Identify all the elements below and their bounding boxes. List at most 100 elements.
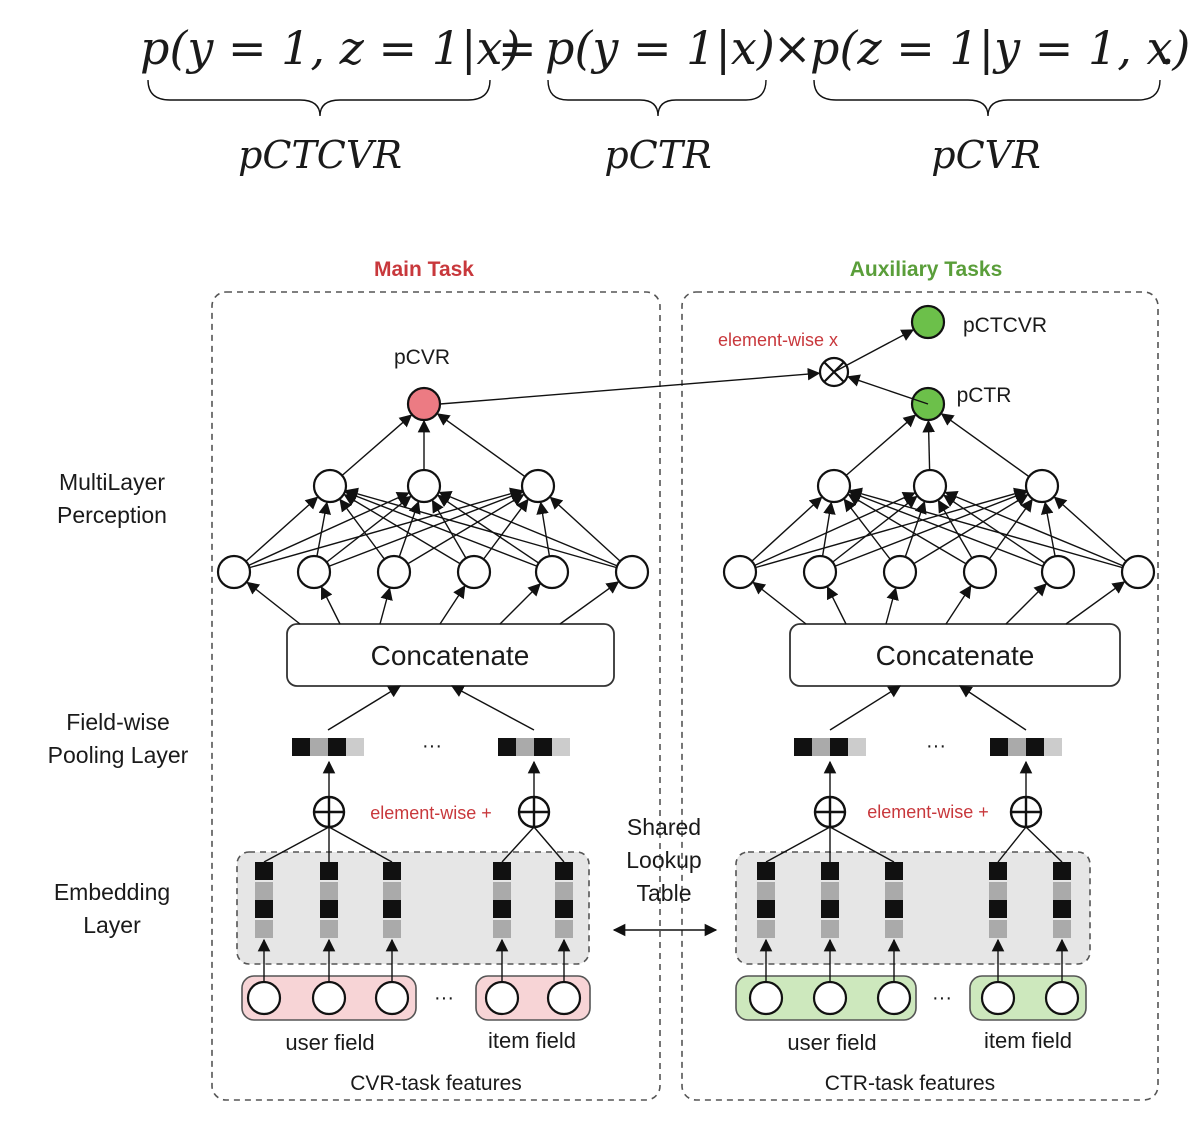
pcvr-label: pCVR [394,346,450,369]
main-hidden-node-2 [376,554,412,590]
aux-embedding-2-cell-1 [885,882,903,900]
aux-hidden-node-0 [722,554,758,590]
aux-field-ellipsis: ··· [932,987,952,1009]
main-field-node-2 [374,980,410,1016]
aux-pool-to-concat-item [958,685,1027,731]
main-pool-vector-user-cell-3 [346,738,364,756]
aux-embedding-4-cell-1 [1053,882,1071,900]
main-mlp-edge-3-0 [343,494,475,573]
main-concatenate-box [286,623,615,687]
aux-hidden-node-2 [882,554,918,590]
main-hidden-node-4 [534,554,570,590]
main-hidden-node-5 [614,554,650,590]
main-features-label: CVR-task features [350,1072,522,1095]
main-elementwise-plus-label: element-wise + [370,803,492,823]
main-embedding-layer [236,851,590,965]
aux-hidden-node-3 [962,554,998,590]
main-pool-vector-user-cell-1 [310,738,328,756]
main-embedding-2-cell-2 [383,900,401,918]
aux-embedding-0-cell-1 [757,882,775,900]
aux-pool-vector-item-cell-1 [1008,738,1026,756]
aux-pool-ellipsis: ··· [926,735,946,757]
aux-field-node-4 [1044,980,1080,1016]
label-layer: Layer [83,912,141,938]
aux-top-node-2 [1024,468,1060,504]
label-pctcvr: pCTCVR [238,133,402,177]
shared-lookup-table: Shared Lookup Table [612,814,718,937]
label-embedding: Embedding [54,879,170,905]
label-pctr: pCTR [604,133,711,177]
aux-embedding-1-cell-0 [821,862,839,880]
aux-pool-vector-item-cell-0 [990,738,1008,756]
main-hidden-node-0 [216,554,252,590]
main-field-ellipsis: ··· [434,987,454,1009]
main-embedding-2-cell-3 [383,920,401,938]
multiply-to-pctcvr-edge [833,329,915,373]
main-pool-to-concat-item [450,685,535,731]
aux-pool-vector-user-cell-3 [848,738,866,756]
main-embedding-0-cell-2 [255,900,273,918]
aux-embedding-3-cell-2 [989,900,1007,918]
main-top-node-2 [520,468,556,504]
main-item-field-label: item field [488,1028,576,1053]
main-field-node-1 [311,980,347,1016]
main-embedding-1-cell-1 [320,882,338,900]
shared-line-1: Shared [627,814,701,840]
main-concat-edge-0 [246,581,301,625]
underbrace-pcvr [813,79,1161,117]
main-hidden-node-1 [296,554,332,590]
aux-task-tower: ··· user field item field CTR-task featu… [718,314,1121,1095]
main-top-node-1 [406,468,442,504]
main-mlp-edge-4-1 [437,494,553,573]
label-field-wise: Field-wise [66,709,170,735]
layer-labels: MultiLayer Perception Field-wise Pooling… [48,469,189,938]
aux-task-panel [681,291,1159,1101]
main-concatenate-label: Concatenate [371,640,530,671]
aux-task-title: Auxiliary Tasks [850,258,1003,281]
main-user-field-label: user field [285,1030,374,1055]
pctcvr-node [910,304,946,340]
main-embedding-0-cell-0 [255,862,273,880]
main-embedding-4-cell-0 [555,862,573,880]
main-field-node-0 [246,980,282,1016]
aux-field-node-0 [748,980,784,1016]
aux-mlp-edge-0-0 [739,496,823,573]
main-emb-to-sum-0 [263,826,330,863]
aux-mlp-edge-4-0 [848,490,1059,573]
main-concat-edge-3 [439,585,466,625]
pcvr-to-multiply-edge [439,367,821,405]
main-mlp-edge-4-0 [344,490,553,573]
aux-concat-edge-1 [826,586,847,625]
aux-emb-to-sum-2 [829,826,895,863]
aux-field-node-3 [980,980,1016,1016]
aux-pool-vector-user-cell-0 [794,738,812,756]
aux-pool-vector-user-cell-1 [812,738,830,756]
aux-elementwise-plus-label: element-wise + [867,802,989,822]
main-field-node-3 [484,980,520,1016]
main-hidden-node-3 [456,554,492,590]
aux-hidden-node-4 [1040,554,1076,590]
main-out-edge-0 [329,414,413,487]
underbrace-pctcvr [147,79,491,117]
main-mlp-edge-5-0 [345,487,633,573]
aux-concat-edge-4 [1005,583,1047,625]
pcvr-node [406,386,442,422]
aux-out-edge-2 [940,413,1043,487]
aux-concatenate-box [789,623,1121,687]
main-embedding-3-cell-2 [493,900,511,918]
equation-times: × [773,21,812,75]
main-pool-vector-item-cell-0 [498,738,516,756]
aux-mlp-edge-1-1 [819,495,918,573]
aux-pool-to-concat-user [829,685,902,731]
aux-embedding-3-cell-3 [989,920,1007,938]
aux-pool-vector-item-cell-3 [1044,738,1062,756]
main-embedding-2-cell-0 [383,862,401,880]
pctcvr-label: pCTCVR [963,314,1047,337]
aux-embedding-4-cell-2 [1053,900,1071,918]
aux-embedding-1-cell-1 [821,882,839,900]
aux-embedding-2-cell-3 [885,920,903,938]
aux-concatenate-label: Concatenate [876,640,1035,671]
shared-line-2: Lookup [626,847,701,873]
label-multilayer: MultiLayer [59,469,165,495]
